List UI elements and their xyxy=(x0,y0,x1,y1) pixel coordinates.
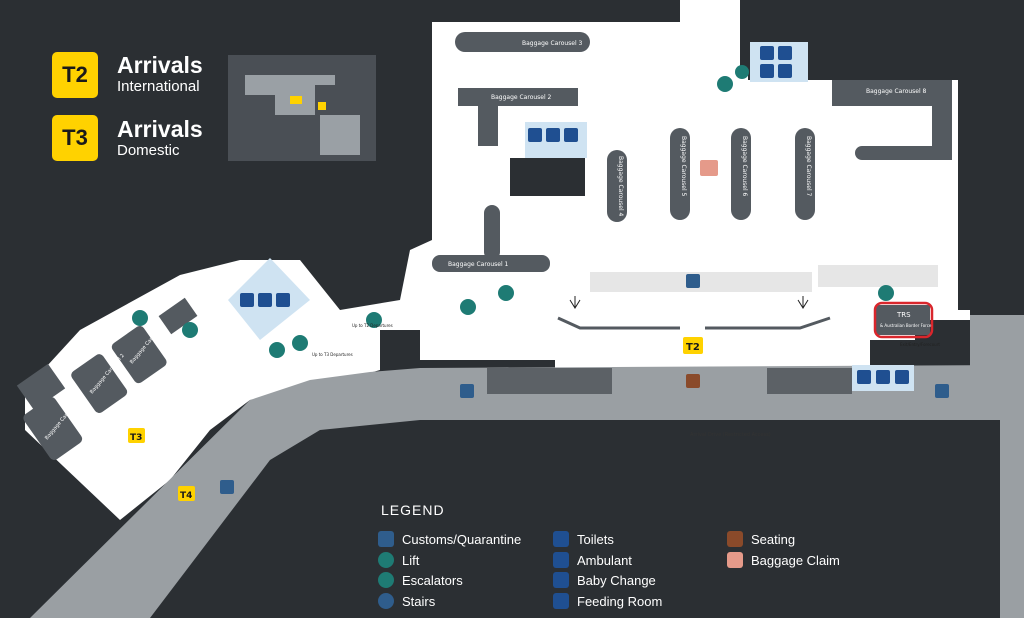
legend-item: Toilets xyxy=(553,529,614,549)
trs-title: TRS xyxy=(896,311,911,319)
lift-icon xyxy=(378,552,394,568)
legend-item: Customs/Quarantine xyxy=(378,529,521,549)
legend-item: Seating xyxy=(727,529,795,549)
toilets-icon xyxy=(553,531,569,547)
legend-title: LEGEND xyxy=(381,502,445,518)
legend-item: Baby Change xyxy=(553,570,656,590)
t2-subtitle: International xyxy=(117,78,200,95)
baby-change-icon xyxy=(553,572,569,588)
carousel-1-label: Baggage Carousel 1 xyxy=(448,261,509,268)
stairs-icon xyxy=(378,593,394,609)
t2-title: Arrivals xyxy=(117,52,203,78)
up-to-t3-label: Up to T3 Departures xyxy=(312,352,353,357)
carousel-7-label: Baggage Carousel 7 xyxy=(805,136,812,197)
legend-item: Escalators xyxy=(378,570,463,590)
overview-thumbnail xyxy=(228,55,376,161)
baggage-claim-icon xyxy=(727,552,743,568)
legend-item: Ambulant xyxy=(553,550,632,570)
ambulant-icon xyxy=(553,552,569,568)
carousel-4-label: Baggage Carousel 4 xyxy=(617,156,624,217)
legend-item: Baggage Claim xyxy=(727,550,840,570)
carousel-2-label: Baggage Carousel 2 xyxy=(491,94,552,101)
carousel-6-label: Baggage Carousel 6 xyxy=(741,136,748,197)
trs-subtitle: & Australian Border Force xyxy=(880,323,932,328)
legend-item: Feeding Room xyxy=(553,591,662,611)
t3-badge: T3 xyxy=(52,115,98,161)
arrival-road xyxy=(30,315,1024,618)
t2-marker: T2 xyxy=(686,342,700,353)
t3-subtitle: Domestic xyxy=(117,142,180,159)
t3-marker: T3 xyxy=(130,433,142,443)
feeding-room-icon xyxy=(553,593,569,609)
t2-badge: T2 xyxy=(52,52,98,98)
carousel-5-label: Baggage Carousel 5 xyxy=(680,136,687,197)
entry-label: Exit/Entry/Forecourt xyxy=(900,342,940,347)
trs-highlight xyxy=(873,301,934,339)
seating-icon xyxy=(727,531,743,547)
t3-carousels xyxy=(16,297,198,460)
t4-marker: T4 xyxy=(180,491,192,501)
legend-item: Lift xyxy=(378,550,419,570)
arrival-drive-label: Arrival Drive (Restricted Access) xyxy=(690,432,771,438)
facility-icons xyxy=(132,46,949,494)
t3-title: Arrivals xyxy=(117,116,203,142)
legend-item: Stairs xyxy=(378,591,435,611)
carousel-8-label: Baggage Carousel 8 xyxy=(866,88,927,95)
up-to-t2-label: Up to T2 Departures xyxy=(352,323,393,328)
escalator-icon xyxy=(378,572,394,588)
carousels xyxy=(432,32,952,272)
customs-icon xyxy=(378,531,394,547)
carousel-3-label: Baggage Carousel 3 xyxy=(522,40,583,47)
